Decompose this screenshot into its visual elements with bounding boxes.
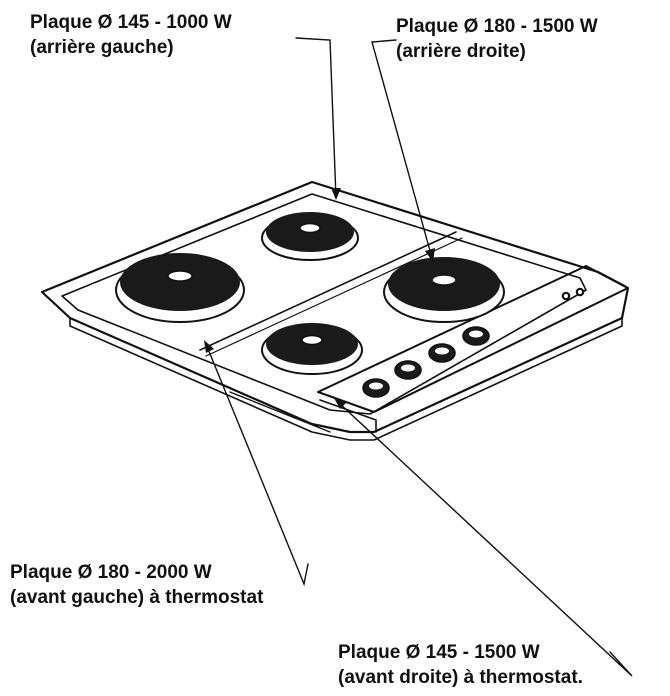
hotplate-rear-left [261,212,359,261]
hotplate-front-right [261,323,363,375]
callout-front-left-position: (avant gauche) à thermostat [10,587,264,608]
leader-rear-right [371,39,433,259]
arrowhead [331,188,341,200]
callout-rear-right-title: Plaque Ø 180 - 1500 W [396,16,598,37]
indicator-light [575,287,585,297]
cooktop-divider [199,231,457,351]
leader-rear-left [295,37,337,199]
callout-front-left: Plaque Ø 180 - 2000 W (avant gauche) à t… [10,560,263,610]
callout-front-left-title: Plaque Ø 180 - 2000 W [10,562,212,583]
callout-rear-right-position: (arrière droite) [396,41,526,62]
hotplate-rear-right [383,257,505,323]
callout-rear-left-position: (arrière gauche) [30,37,174,58]
cooktop-tray [40,180,630,434]
arrowhead [425,248,435,262]
cooktop-inner-rim [61,193,587,415]
callout-rear-right: Plaque Ø 180 - 1500 W (arrière droite) [396,14,598,64]
arrowhead [204,340,214,353]
callout-front-right-title: Plaque Ø 145 - 1500 W [338,642,540,663]
hotplate-front-left [115,253,245,323]
callout-rear-left-title: Plaque Ø 145 - 1000 W [30,12,232,33]
leader-front-right [337,401,633,677]
arrowhead [334,398,346,409]
callout-front-right-position: (avant droite) à thermostat. [338,667,583,688]
indicator-light [561,291,571,301]
callout-front-right: Plaque Ø 145 - 1500 W (avant droite) à t… [338,640,583,690]
leader-front-left [205,343,309,587]
callout-rear-left: Plaque Ø 145 - 1000 W (arrière gauche) [30,10,232,60]
control-panel [317,265,629,413]
